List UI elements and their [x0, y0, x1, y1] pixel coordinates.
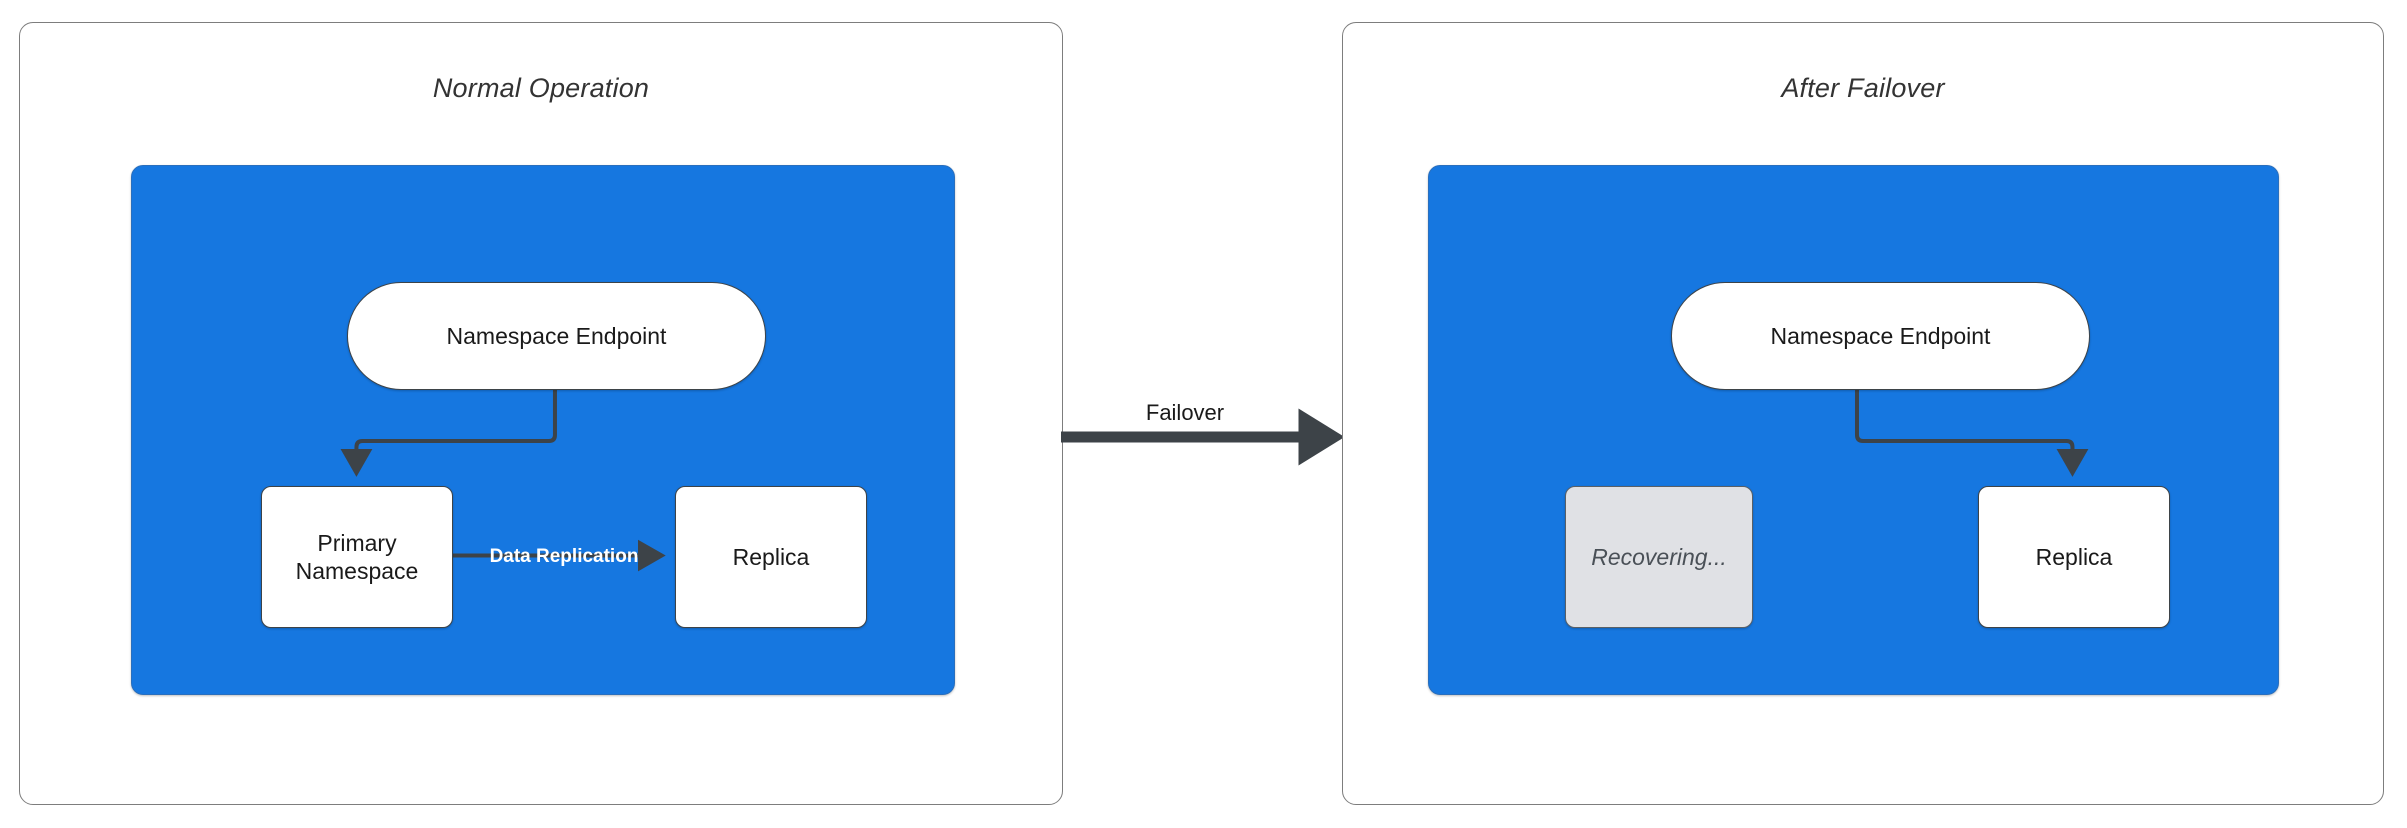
- node-label: Namespace Endpoint: [446, 322, 667, 349]
- node-namespace-endpoint-failover[interactable]: Namespace Endpoint: [1671, 282, 2090, 390]
- edge-label-data-replication: Data Replication: [489, 546, 639, 567]
- node-label: Replica: [2035, 543, 2113, 570]
- node-label-line2: Namespace: [295, 558, 419, 584]
- panel-title-normal-operation: Normal Operation: [432, 73, 650, 103]
- node-primary-namespace[interactable]: Primary Namespace: [261, 486, 453, 628]
- panel-normal-operation: Normal Operation Namespace Endpoint: [19, 22, 1063, 805]
- node-label: Recovering...: [1591, 543, 1727, 570]
- node-namespace-endpoint-normal[interactable]: Namespace Endpoint: [347, 282, 766, 390]
- failover-label: Failover: [1145, 400, 1225, 425]
- edge-endpoint-to-replica: [1854, 389, 2089, 477]
- cluster-after-failover: Namespace Endpoint Recovering... Replica: [1428, 165, 2279, 695]
- node-recovering[interactable]: Recovering...: [1565, 486, 1753, 628]
- panel-title-after-failover: After Failover: [1781, 73, 1945, 103]
- cluster-normal-operation: Namespace Endpoint Primary Namespace Rep…: [131, 165, 955, 695]
- failover-transition: Failover: [1055, 400, 1355, 490]
- node-label: Namespace Endpoint: [1770, 322, 1991, 349]
- node-label-line1: Primary: [317, 529, 397, 556]
- node-replica-failover[interactable]: Replica: [1978, 486, 2170, 628]
- node-replica-normal[interactable]: Replica: [675, 486, 867, 628]
- edge-endpoint-to-primary: [340, 389, 557, 477]
- node-label: Replica: [732, 543, 810, 570]
- panel-after-failover: After Failover Namespace Endpoint Recove…: [1342, 22, 2384, 805]
- failover-arrow-svg: [1061, 408, 1345, 466]
- node-label: Primary Namespace: [296, 529, 419, 585]
